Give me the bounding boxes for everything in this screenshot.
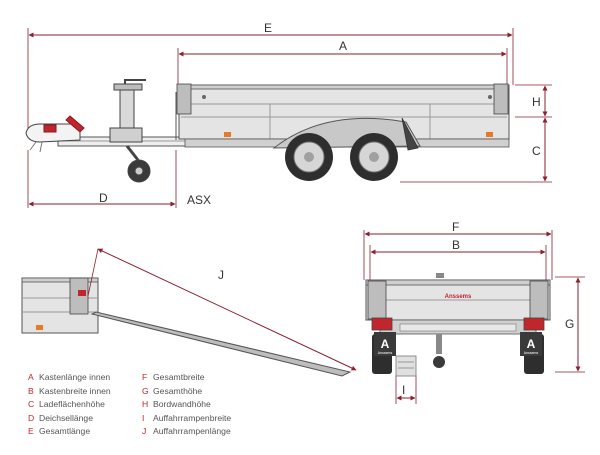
model-label: ASX <box>187 193 212 207</box>
mud-flap-brand-right: Anssems <box>524 351 539 355</box>
dimension-line-j <box>97 248 357 371</box>
mud-flap-badge-right: A <box>527 337 536 351</box>
dim-label-b: B <box>452 238 460 252</box>
dim-label-d: D <box>99 191 108 205</box>
dim-label-f: F <box>452 220 459 234</box>
dim-label-j: J <box>218 268 224 282</box>
wheel-rear <box>350 133 398 181</box>
coupling-head <box>25 115 85 153</box>
dim-label-e: E <box>264 21 272 35</box>
mud-flap-right <box>520 332 542 356</box>
dim-label-h: H <box>532 95 541 109</box>
wheel-front <box>285 133 333 181</box>
mud-flap-badge-left: A <box>381 337 390 351</box>
mud-flap-left <box>374 332 396 356</box>
dim-label-a: A <box>339 39 347 53</box>
ramp-stored <box>395 355 417 377</box>
dim-label-i: I <box>402 383 405 397</box>
mud-flap-brand-left: Anssems <box>378 351 393 355</box>
ramp-view: J <box>21 248 357 377</box>
dim-label-c: C <box>532 144 541 158</box>
tail-light-right <box>523 317 545 331</box>
loading-ramp <box>90 311 352 377</box>
dim-label-g: G <box>565 317 574 331</box>
jockey-wheel <box>109 79 151 183</box>
brand-logo: Anssems <box>445 294 472 300</box>
rear-view: F B G I Anssems A A Anssems Anssems <box>363 220 585 404</box>
side-view: E A D H C <box>25 21 552 208</box>
tail-light-left <box>371 317 393 331</box>
